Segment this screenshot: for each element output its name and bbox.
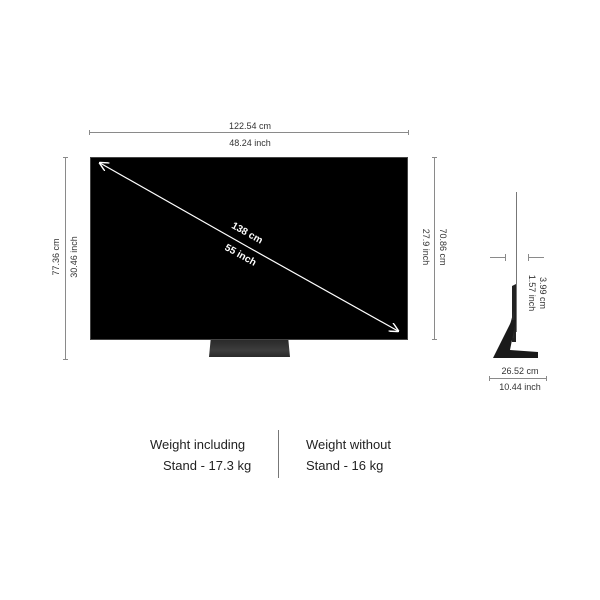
depth-arrow-left [490,257,506,258]
stand-depth-line [489,378,547,379]
total-height-inch-label: 30.46 inch [69,236,79,278]
stand-depth-tick-right [546,376,547,381]
total-height-tick-bottom [63,359,68,360]
weight-divider [278,430,279,478]
screen-height-line [434,157,435,340]
depth-tick-left [505,254,506,261]
tv-screen: 138 cm 55 inch [90,157,408,340]
side-panel-line [516,192,517,332]
screen-height-inch-label: 27.9 inch [421,228,431,266]
total-height-tick-top [63,157,68,158]
weight-without-stand-line1: Weight without [306,437,392,452]
screen-height-tick-bottom [432,339,437,340]
tv-stand-front [209,340,290,357]
tv-stand-side [493,284,538,358]
weight-with-stand-line2: Stand - 17.3 kg [163,458,252,473]
stand-depth-tick-left [489,376,490,381]
width-tick-right [408,130,409,135]
weight-without-stand-line2: Stand - 16 kg [306,458,384,473]
width-cm-label: 122.54 cm [228,121,272,131]
depth-tick-right [528,254,529,261]
total-height-cm-label: 77.36 cm [51,238,61,276]
stand-depth-cm-label: 26.52 cm [501,366,539,376]
width-dimension-line [89,132,409,133]
width-tick-left [89,130,90,135]
stand-depth-inch-label: 10.44 inch [499,382,541,392]
depth-arrow-right [528,257,544,258]
screen-height-tick-top [432,157,437,158]
screen-height-cm-label: 70.86 cm [438,228,448,266]
weight-without-stand: Weight without Stand - 16 kg [306,434,391,476]
width-inch-label: 48.24 inch [229,138,271,148]
diagonal-arrow-icon [90,157,408,340]
weight-with-stand-line1: Weight including [150,437,246,452]
weight-with-stand: Weight including Stand - 17.3 kg [150,434,251,476]
total-height-line [65,157,66,360]
